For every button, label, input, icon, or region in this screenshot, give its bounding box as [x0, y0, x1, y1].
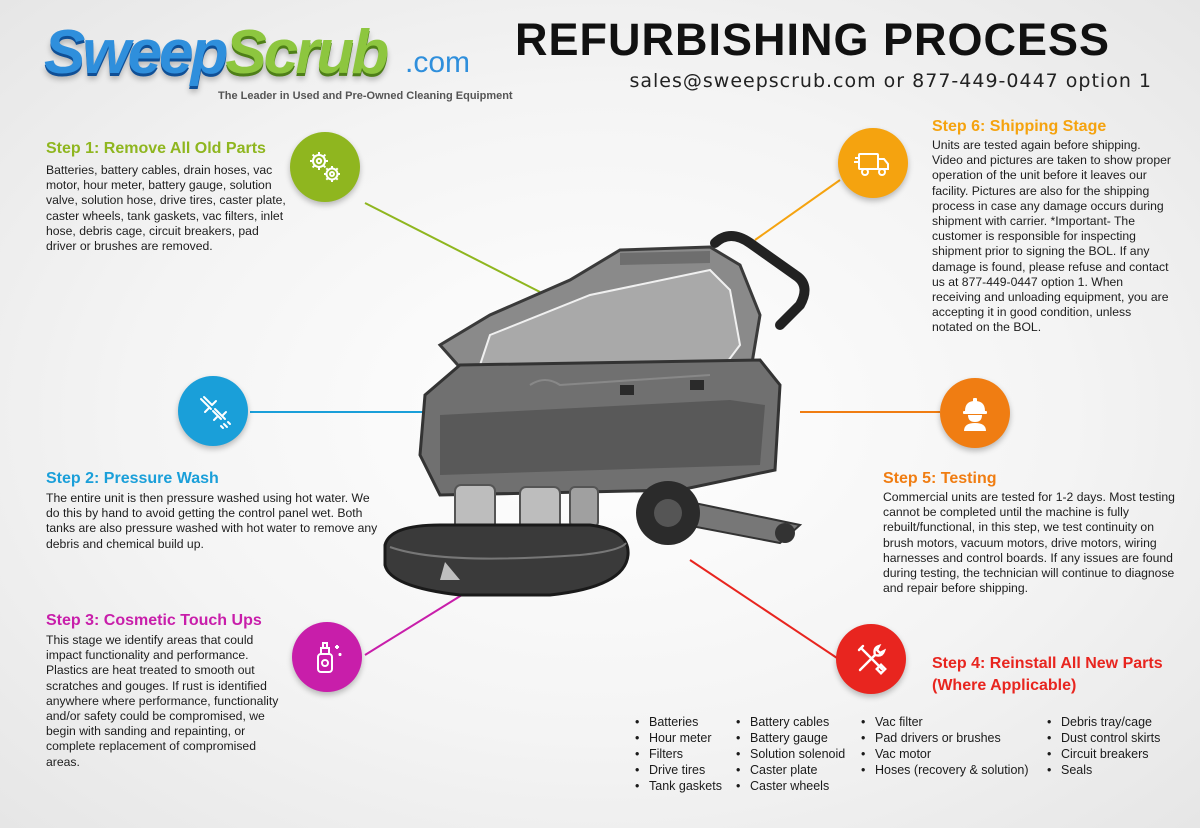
technician-icon — [940, 378, 1010, 448]
contact-info: sales@sweepscrub.com or 877-449-0447 opt… — [629, 70, 1152, 92]
list-item: Debris tray/cage — [1045, 714, 1160, 730]
parts-column-4: Debris tray/cage Dust control skirts Cir… — [1045, 714, 1160, 778]
page-title: REFURBISHING PROCESS — [515, 14, 1111, 65]
list-item: Drive tires — [633, 762, 722, 778]
connector-step1 — [364, 202, 541, 293]
step3-block: Step 3: Cosmetic Touch Ups This stage we… — [46, 612, 286, 770]
list-item: Caster plate — [734, 762, 845, 778]
connector-step6 — [754, 179, 841, 241]
step5-title: Step 5: Testing — [883, 470, 997, 487]
step3-title: Step 3: Cosmetic Touch Ups — [46, 612, 262, 629]
list-item: Hoses (recovery & solution) — [859, 762, 1029, 778]
step3-body: This stage we identify areas that could … — [46, 633, 279, 769]
list-item: Solution solenoid — [734, 746, 845, 762]
step1-block: Step 1: Remove All Old Parts Batteries, … — [46, 140, 286, 254]
step2-body: The entire unit is then pressure washed … — [46, 491, 378, 551]
parts-column-2: Battery cables Battery gauge Solution so… — [734, 714, 845, 794]
list-item: Caster wheels — [734, 778, 845, 794]
logo-sweep: Sweep — [44, 18, 228, 87]
connector-step4 — [689, 559, 841, 661]
list-item: Seals — [1045, 762, 1160, 778]
step1-body: Batteries, battery cables, drain hoses, … — [46, 163, 286, 254]
delivery-truck-icon — [838, 128, 908, 198]
logo-tagline: The Leader in Used and Pre-Owned Cleanin… — [218, 90, 513, 102]
list-item: Pad drivers or brushes — [859, 730, 1029, 746]
step4-title-line1: Step 4: Reinstall All New Parts — [932, 655, 1163, 672]
parts-column-3: Vac filter Pad drivers or brushes Vac mo… — [859, 714, 1029, 778]
gears-icon — [290, 132, 360, 202]
step5-block: Step 5: Testing Commercial units are tes… — [883, 470, 1183, 596]
tools-icon — [836, 624, 906, 694]
step5-body: Commercial units are tested for 1-2 days… — [883, 490, 1175, 596]
spray-bottle-icon — [292, 622, 362, 692]
connector-step3 — [364, 589, 471, 656]
step2-block: Step 2: Pressure Wash The entire unit is… — [46, 470, 386, 552]
step6-block: Step 6: Shipping Stage Units are tested … — [932, 118, 1172, 336]
list-item: Tank gaskets — [633, 778, 722, 794]
step6-title: Step 6: Shipping Stage — [932, 118, 1107, 135]
step2-title: Step 2: Pressure Wash — [46, 470, 219, 487]
list-item: Filters — [633, 746, 722, 762]
floor-scrubber-illustration — [383, 231, 810, 597]
step4-parts-list: Batteries Hour meter Filters Drive tires… — [633, 714, 1193, 804]
pressure-nozzle-icon — [178, 376, 248, 446]
list-item: Hour meter — [633, 730, 722, 746]
parts-column-1: Batteries Hour meter Filters Drive tires… — [633, 714, 722, 794]
list-item: Vac filter — [859, 714, 1029, 730]
sweepscrub-logo[interactable]: SweepScrub .com The Leader in Used and P… — [40, 18, 513, 108]
logo-scrub: Scrub — [225, 18, 389, 87]
step1-title: Step 1: Remove All Old Parts — [46, 140, 266, 157]
list-item: Dust control skirts — [1045, 730, 1160, 746]
list-item: Battery cables — [734, 714, 845, 730]
logo-dotcom: .com — [405, 46, 471, 79]
list-item: Circuit breakers — [1045, 746, 1160, 762]
step6-body: Units are tested again before shipping. … — [932, 138, 1171, 335]
step4-title-line2: (Where Applicable) — [932, 677, 1077, 694]
list-item: Vac motor — [859, 746, 1029, 762]
list-item: Batteries — [633, 714, 722, 730]
step4-title: Step 4: Reinstall All New Parts (Where A… — [932, 655, 1163, 695]
list-item: Battery gauge — [734, 730, 845, 746]
